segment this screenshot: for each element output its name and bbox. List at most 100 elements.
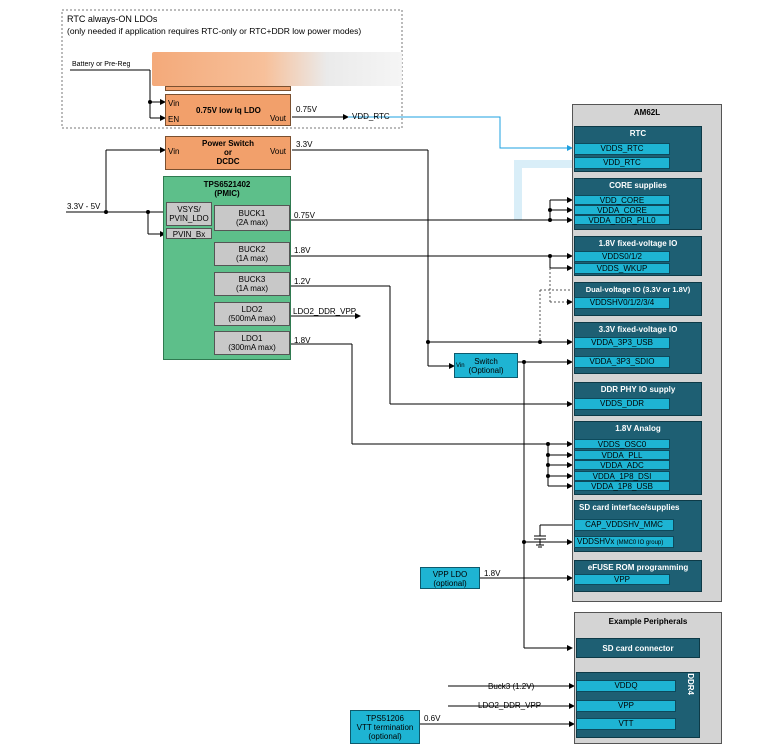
power-switch-vout: Vout <box>270 147 287 156</box>
switch-line1: Switch <box>474 357 498 366</box>
pmic-title: TPS6521402 <box>203 180 251 189</box>
pmic-pvin-box: PVIN_Bx <box>166 228 212 239</box>
am62l-title: AM62L <box>633 108 661 117</box>
rtc-subtitle: (only needed if application requires RTC… <box>67 26 362 36</box>
rail-vdd-rtc: VDD_RTC <box>574 157 670 169</box>
rail-vdds-ddr: VDDS_DDR <box>574 398 670 410</box>
rtc-ldo-label: 0.75V low Iq LDO <box>196 106 261 115</box>
group-io18-title: 1.8V fixed-voltage IO <box>598 239 678 248</box>
rail-vdda-1p8-dsi: VDDA_1P8_DSI <box>574 471 670 481</box>
buck1-max: (2A max) <box>235 218 268 227</box>
rtc-ldo-vout: Vout <box>270 114 287 123</box>
group-efuse-title: eFUSE ROM programming <box>587 563 689 572</box>
rail-vdda-ddr-pll0: VDDA_DDR_PLL0 <box>574 215 670 225</box>
rail-vdd-core: VDD_CORE <box>574 195 670 205</box>
ldo1-label: LDO1 <box>241 334 263 343</box>
ddr-buck3-input: Buck3 (1.2V) <box>488 682 535 691</box>
vdd-rtc-output-label: VDD_RTC <box>352 112 390 121</box>
peripherals-title: Example Peripherals <box>608 617 688 626</box>
ddr4-label: DDR4 <box>686 673 695 695</box>
rtc-ldo-voltage: 0.75V <box>296 105 317 114</box>
redacted-area <box>152 52 402 86</box>
rtc-ldo-en: EN <box>168 115 180 124</box>
rail-cap-vddshv-mmc: CAP_VDDSHV_MMC <box>574 519 674 531</box>
rtc-ldo-box: Vin EN 0.75V low Iq LDO Vout <box>165 94 291 126</box>
power-switch-line3: DCDC <box>216 157 240 166</box>
sd-card-connector: SD card connector <box>576 638 700 658</box>
buck3-voltage: 1.2V <box>294 277 311 286</box>
vtt-termination-box: TPS51206 VTT termination (optional) <box>350 710 420 744</box>
optional-switch-box: Switch (Optional) Vin <box>454 353 518 378</box>
rail-vdda-3p3-sdio: VDDA_3P3_SDIO <box>574 356 670 368</box>
pmic-pvin-label: PVIN_Bx <box>172 230 206 239</box>
pmic-vsys-line2: PVIN_LDO <box>169 214 209 223</box>
pmic-vsys-box: VSYS/ PVIN_LDO <box>166 202 212 226</box>
ldo2-max: (500mA max) <box>228 314 276 323</box>
battery-label: Battery or Pre-Reg <box>72 61 131 68</box>
ddr-rail-vddq: VDDQ <box>576 680 676 692</box>
rail-vddshvx-label: VDDSHVx <box>577 537 615 546</box>
buck3-label: BUCK3 <box>238 275 266 284</box>
ddr-rail-vpp: VPP <box>576 700 676 712</box>
buck2-label: BUCK2 <box>238 245 266 254</box>
rail-vdda-1p8-usb: VDDA_1P8_USB <box>574 481 670 491</box>
group-io33-title: 3.3V fixed-voltage IO <box>598 325 678 334</box>
rail-vdda-3p3-usb: VDDA_3P3_USB <box>574 337 670 349</box>
switch-line2: (Optional) <box>468 366 504 375</box>
sd-card-connector-label: SD card connector <box>602 644 674 653</box>
rail-vdda-core: VDDA_CORE <box>574 205 670 215</box>
buck2-voltage: 1.8V <box>294 246 311 255</box>
buck2-box: BUCK2 (1A max) <box>214 242 290 266</box>
buck3-box: BUCK3 (1A max) <box>214 272 290 296</box>
group-sd-title: SD card interface/supplies <box>579 503 680 512</box>
group-core-title: CORE supplies <box>609 181 667 190</box>
rail-vdds-rtc: VDDS_RTC <box>574 143 670 155</box>
ddr-ldo2-input: LDO2_DDR_VPP <box>478 701 542 710</box>
rtc-ldo-upper-box <box>165 86 291 91</box>
power-switch-line2: or <box>224 148 232 157</box>
rail-vdda-adc: VDDA_ADC <box>574 460 670 470</box>
buck1-box: BUCK1 (2A max) <box>214 205 290 231</box>
rail-vddshv01234: VDDSHV0/1/2/3/4 <box>574 297 670 309</box>
ldo2-box: LDO2 (500mA max) <box>214 302 290 326</box>
pmic-subtitle: (PMIC) <box>214 189 240 198</box>
buck1-label: BUCK1 <box>238 209 266 218</box>
rail-vddshvx-note: (MMC0 IO group) <box>616 540 664 546</box>
rtc-title: RTC always-ON LDOs <box>67 14 158 24</box>
power-switch-voltage: 3.3V <box>296 140 313 149</box>
vtt-line1: TPS51206 <box>366 714 404 723</box>
rail-vddshvx: VDDSHVx (MMC0 IO group) <box>574 536 674 548</box>
vtt-line2: VTT termination <box>356 723 414 732</box>
ldo1-box: LDO1 (300mA max) <box>214 331 290 355</box>
buck2-max: (1A max) <box>235 254 268 263</box>
rail-vpp: VPP <box>574 574 670 585</box>
vtt-voltage: 0.6V <box>424 714 441 723</box>
group-dual-io-title: Dual-voltage IO (3.3V or 1.8V) <box>585 285 691 294</box>
pmic-vsys-line1: VSYS/ <box>177 205 201 214</box>
group-rtc-title: RTC <box>629 129 647 138</box>
power-switch-box: Power Switch or DCDC Vin Vout <box>165 136 291 170</box>
rail-vdda-pll: VDDA_PLL <box>574 450 670 460</box>
vpp-ldo-box: VPP LDO (optional) <box>420 567 480 589</box>
power-switch-line1: Power Switch <box>201 139 254 148</box>
ldo1-max: (300mA max) <box>228 343 276 352</box>
switch-vin: Vin <box>456 363 465 369</box>
group-analog-title: 1.8V Analog <box>615 424 661 433</box>
rail-vdds012: VDDS0/1/2 <box>574 251 670 262</box>
rtc-ldo-vin: Vin <box>168 99 180 108</box>
ddr-rail-vtt: VTT <box>576 718 676 730</box>
vtt-line3: (optional) <box>368 732 402 741</box>
vpp-ldo-voltage: 1.8V <box>484 569 501 578</box>
ldo2-output-label: LDO2_DDR_VPP <box>293 307 357 316</box>
ldo1-voltage: 1.8V <box>294 336 311 345</box>
power-switch-vin: Vin <box>168 147 180 156</box>
buck3-max: (1A max) <box>235 284 268 293</box>
vpp-ldo-line1: VPP LDO <box>432 570 468 579</box>
rail-vdds-osc0: VDDS_OSC0 <box>574 439 670 449</box>
input-voltage-label: 3.3V - 5V <box>67 202 101 211</box>
vpp-ldo-line2: (optional) <box>433 579 467 588</box>
group-ddr-phy-title: DDR PHY IO supply <box>600 385 676 394</box>
rail-vdds-wkup: VDDS_WKUP <box>574 263 670 274</box>
buck1-voltage: 0.75V <box>294 211 315 220</box>
